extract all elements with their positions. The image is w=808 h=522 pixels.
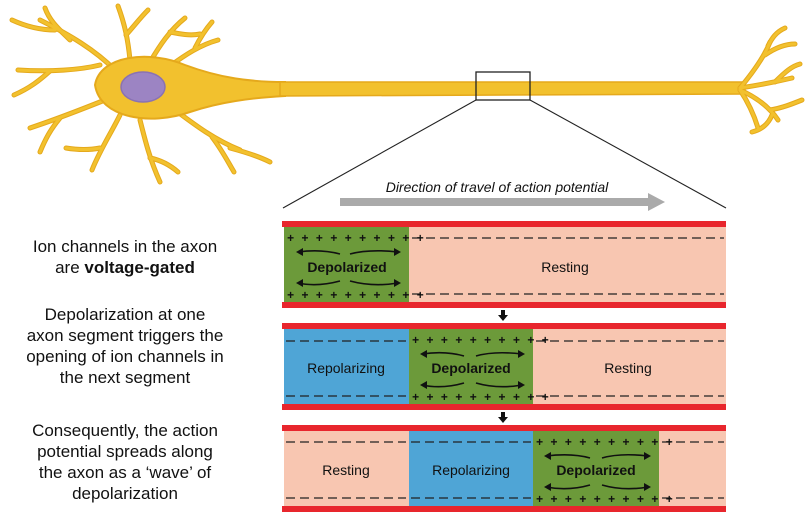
segment-label-depolarized: Depolarized	[307, 259, 386, 275]
segment-label-depolarized: Depolarized	[431, 360, 510, 376]
depolarized-zone	[533, 430, 659, 510]
axon-panel-3: + + + + + + + + + + + + + + + + + + + + …	[282, 425, 726, 512]
caption-line: Consequently, the action	[32, 421, 218, 440]
step-arrow	[498, 310, 508, 321]
segment-label-depolarized: Depolarized	[556, 462, 635, 478]
zoom-line-left	[282, 99, 477, 209]
depolarized-zone	[409, 328, 533, 408]
charge-row: + + + + + + + + + +	[536, 436, 673, 450]
caption-line: the axon as a ‘wave’ of	[38, 463, 212, 482]
segment-label-repolarizing: Repolarizing	[432, 462, 510, 478]
axon-panel-1: + + + + + + + + + + + + + + + + + + + + …	[282, 221, 726, 308]
segment-label-resting: Resting	[322, 462, 369, 478]
step-arrow	[498, 412, 508, 423]
zoom-box	[475, 71, 531, 101]
caption-text: are	[55, 258, 85, 277]
zoom-line-right	[529, 99, 727, 209]
repolarizing-zone	[409, 430, 533, 510]
charge-row: + + + + + + + + + +	[412, 334, 549, 348]
axon-panel-2: + + + + + + + + + + + + + + + + + + + + …	[282, 323, 726, 410]
caption-line: Depolarization at one	[44, 305, 206, 324]
caption-depolarization-triggers: Depolarization at one axon segment trigg…	[0, 304, 250, 388]
caption-line: opening of ion channels in	[26, 347, 224, 366]
caption-voltage-gated: Ion channels in the axon are voltage-gat…	[0, 236, 250, 278]
charge-row: + + + + + + + + + +	[287, 232, 424, 246]
caption-line: are voltage-gated	[0, 257, 250, 278]
caption-line: Ion channels in the axon	[32, 237, 218, 256]
depolarized-zone	[284, 226, 409, 306]
direction-label: Direction of travel of action potential	[386, 179, 609, 195]
caption-emphasis: voltage-gated	[84, 258, 195, 277]
segment-label-resting: Resting	[541, 259, 588, 275]
segment-label-repolarizing: Repolarizing	[307, 360, 385, 376]
caption-line: the next segment	[59, 368, 191, 387]
caption-line: axon segment triggers the	[26, 326, 224, 345]
neuron-illustration	[9, 3, 805, 209]
charge-row: + + + + + + + + + +	[412, 391, 549, 405]
segment-label-resting: Resting	[604, 360, 651, 376]
charge-row: + + + + + + + + + +	[287, 289, 424, 303]
caption-line: potential spreads along	[37, 442, 213, 461]
caption-wave: Consequently, the action potential sprea…	[0, 420, 250, 504]
caption-line: depolarization	[72, 484, 178, 503]
axon	[279, 81, 746, 97]
nucleus	[120, 71, 166, 103]
charge-row: + + + + + + + + + +	[536, 493, 673, 507]
direction-arrow	[340, 193, 665, 211]
